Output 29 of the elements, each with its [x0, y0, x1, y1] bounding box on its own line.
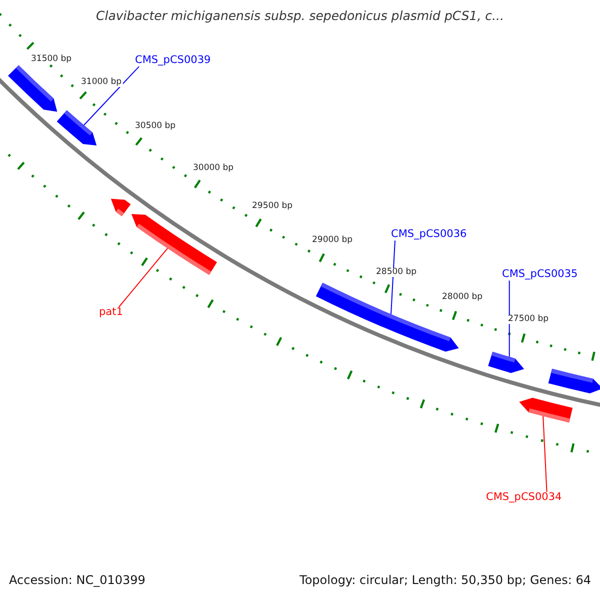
scale-label: 29000 bp [311, 236, 354, 246]
scale-label: 27500 bp [507, 315, 550, 324]
footer-text: Topology: circular; Length: 50,350 bp; Genes: 64 [300, 574, 591, 588]
scale-label: 31000 bp [80, 78, 123, 88]
gene-label: CMS_pCS0035 [502, 269, 578, 281]
leader-line [508, 280, 510, 358]
gene-feature [548, 368, 600, 394]
gene-feature [519, 398, 573, 422]
scale-label: 28000 bp [441, 293, 484, 302]
gene-label: pat1 [99, 307, 123, 319]
leader-line [390, 240, 396, 315]
scale-label: 28500 bp [375, 268, 418, 278]
map-title: Clavibacter michiganensis subsp. sepedonicus plasmid pCS1, c... [95, 9, 505, 23]
leader-line [118, 248, 168, 308]
gene-feature [56, 110, 97, 146]
scale-label: 30500 bp [134, 122, 177, 132]
gene-feature [131, 214, 217, 275]
scale-label: 30000 bp [192, 164, 235, 174]
gene-label: CMS_pCS0036 [391, 229, 467, 241]
leader-line [83, 66, 140, 126]
gene-label: CMS_pCS0039 [135, 55, 211, 67]
scale-label: 29500 bp [251, 202, 294, 212]
gene-feature [8, 65, 58, 112]
gene-feature [110, 198, 131, 216]
scale-label: 31500 bp [30, 55, 73, 64]
leader-line [542, 416, 548, 492]
gene-label: CMS_pCS0034 [486, 492, 562, 504]
gene-feature [488, 352, 524, 373]
footer-text: Accession: NC_010399 [9, 574, 146, 588]
